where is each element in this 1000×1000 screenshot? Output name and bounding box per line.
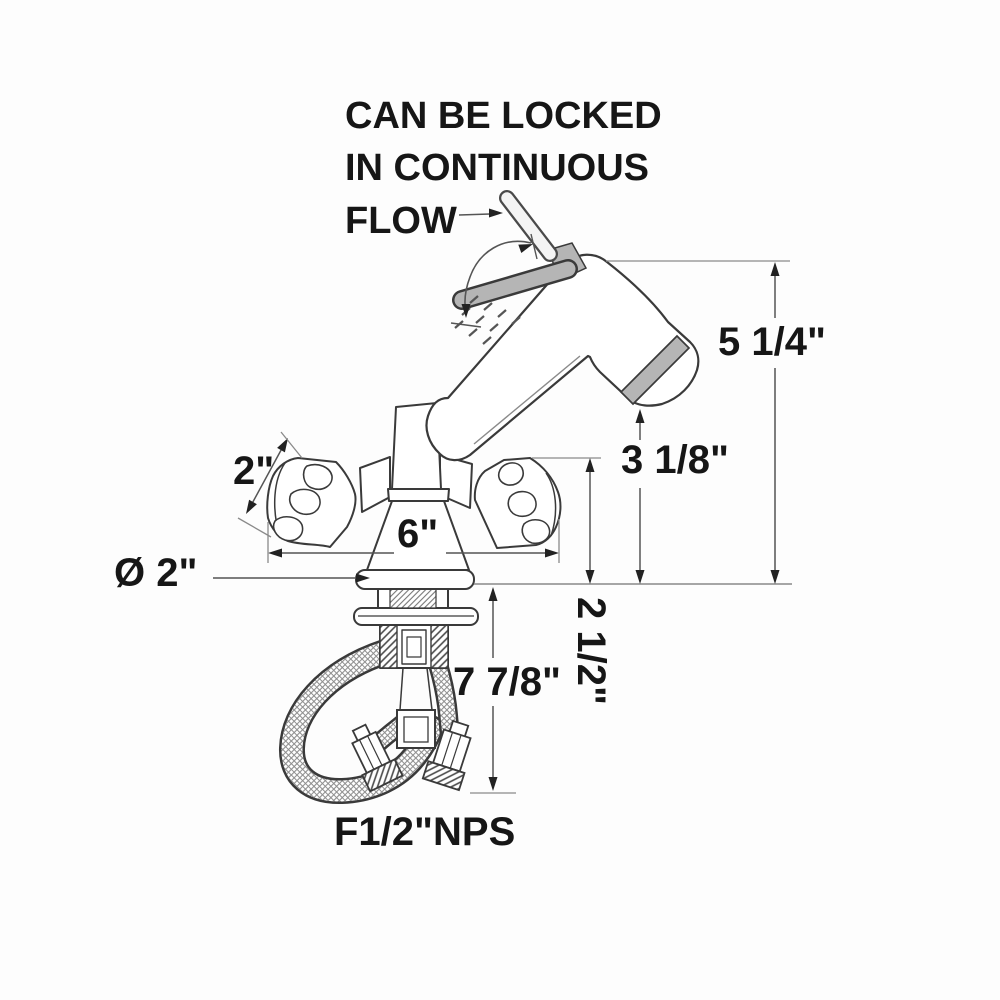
hose-thread-end-left — [361, 758, 404, 793]
spray-head-outline — [425, 253, 700, 462]
dim-base-diameter-label: Ø 2" — [114, 551, 198, 595]
left-handle-knob — [266, 457, 357, 548]
dim-overall-width-label: 6" — [397, 512, 439, 556]
note-line-1: CAN BE LOCKED — [345, 95, 662, 137]
dim-handle-height-label: 2 1/2" — [569, 597, 613, 705]
note-leader — [458, 208, 503, 218]
dim-hose-drop-line — [470, 587, 516, 794]
handle-stem-left — [359, 456, 391, 513]
dim-overall-height-line — [606, 260, 790, 584]
thread-spec-label: F1/2"NPS — [334, 810, 516, 854]
dim-knob-diameter-label: 2" — [233, 449, 275, 493]
hose-thread-end-right — [421, 760, 466, 792]
knob-scallop — [507, 490, 537, 518]
hose-fitting-right — [421, 719, 472, 792]
dim-spout-clearance-label: 3 1/8" — [621, 438, 729, 482]
base-flange — [355, 569, 475, 590]
note-line-2: IN CONTINUOUS — [345, 147, 649, 189]
spray-indicator — [450, 233, 538, 345]
knob-scallop — [497, 462, 524, 486]
note-line-3: FLOW — [345, 200, 457, 242]
dim-overall-height-label: 5 1/4" — [718, 320, 826, 364]
body-column-band — [387, 488, 450, 502]
nozzle-band — [619, 334, 691, 406]
mounting-assembly — [353, 569, 479, 669]
knob-scallop — [521, 519, 551, 545]
right-handle-knob — [473, 457, 562, 549]
spray-head — [425, 190, 700, 462]
arc-arrowhead-upper — [518, 244, 533, 253]
dim-knob-diameter-line — [237, 431, 303, 538]
dim-hose-drop-label: 7 7/8" — [453, 660, 561, 704]
dimension-lines — [213, 208, 790, 794]
lever-rotation-arc — [464, 240, 532, 314]
hose-fitting-left — [351, 723, 404, 793]
knob-scallop — [272, 516, 304, 542]
dim-handle-height-line — [532, 457, 601, 584]
arc-arrowhead-lower — [461, 304, 471, 318]
dim-spout-clearance-line — [635, 409, 645, 584]
base-diameter-leader — [213, 573, 370, 583]
knob-scallop — [302, 463, 333, 491]
knob-scallop — [288, 488, 321, 516]
dim-overall-width-line — [267, 519, 560, 563]
